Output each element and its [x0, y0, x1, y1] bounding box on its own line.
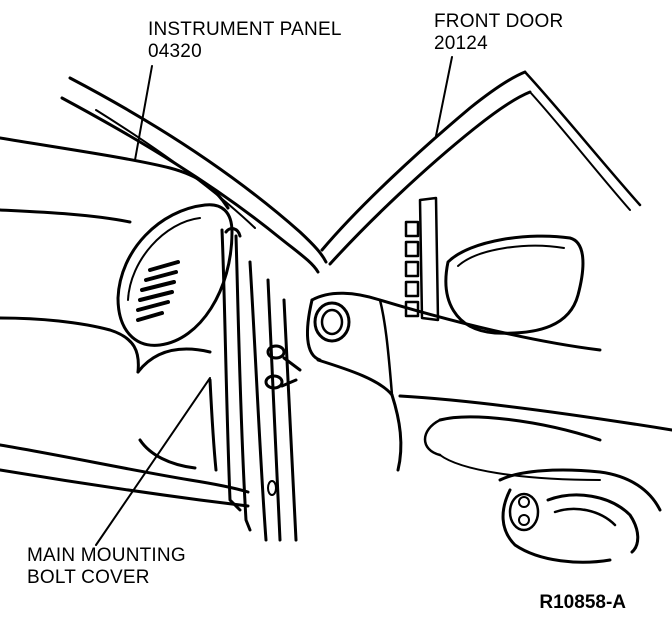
leader-lines	[95, 56, 453, 546]
front-door-label: FRONT DOOR 20124	[434, 11, 563, 55]
door-panel	[306, 291, 672, 481]
mirror-switch-column	[404, 196, 440, 322]
instrument-panel-part-number: 04320	[148, 41, 202, 62]
door-frame-top	[320, 70, 642, 266]
bolt-cover-label-line2: BOLT COVER	[27, 567, 150, 588]
front-door-part-number: 20124	[434, 33, 488, 54]
bolt-cover-label-line1: MAIN MOUNTING	[27, 545, 186, 566]
figure-id: R10858-A	[539, 592, 626, 613]
instrument-panel	[0, 136, 250, 508]
side-air-vent	[116, 203, 234, 347]
windshield-pillar	[60, 76, 328, 274]
bolt-cover-label: MAIN MOUNTING BOLT COVER	[27, 545, 186, 589]
front-door-name: FRONT DOOR	[434, 11, 564, 32]
bolt-cover-trim	[208, 227, 252, 532]
door-speaker	[313, 301, 351, 343]
striker-bolts	[264, 344, 302, 390]
body-pillar	[248, 260, 298, 542]
side-mirror	[444, 234, 585, 335]
instrument-panel-name: INSTRUMENT PANEL	[148, 19, 342, 40]
instrument-panel-label: INSTRUMENT PANEL 04320	[148, 19, 342, 63]
door-handle	[498, 468, 662, 564]
